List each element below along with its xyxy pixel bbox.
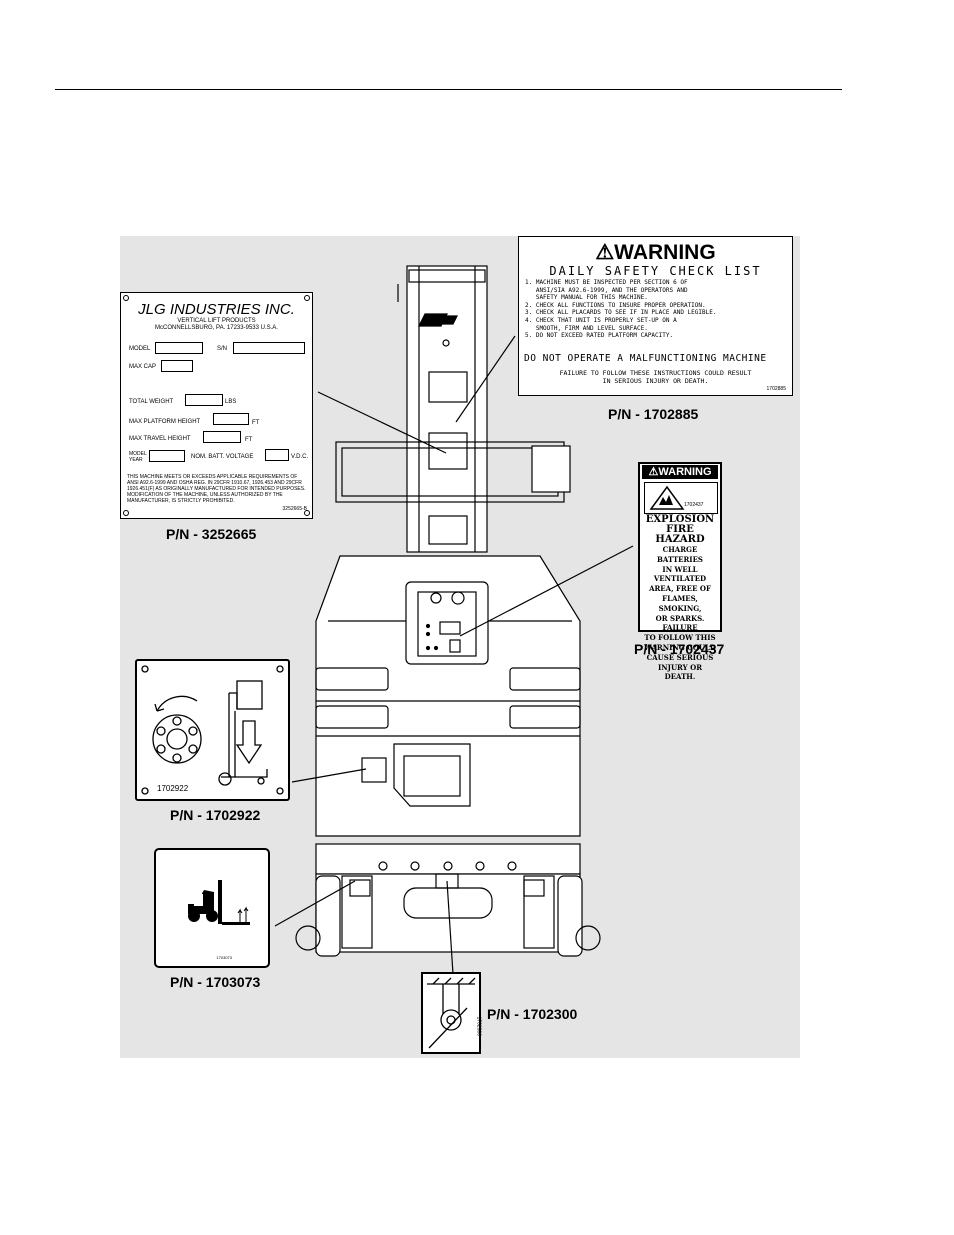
id-plate-decal: JLG INDUSTRIES INC. VERTICAL LIFT PRODUC… xyxy=(120,292,313,519)
failure-line-2: IN SERIOUS INJURY OR DEATH. xyxy=(602,377,709,385)
explosion-body-line: WARNING COULD xyxy=(644,642,716,652)
warning-header: ⚠WARNING xyxy=(519,240,792,265)
platform-height-box xyxy=(213,413,249,425)
tie-down-icon xyxy=(427,977,476,1049)
checklist-item: SMOOTH, FIRM AND LEVEL SURFACE. xyxy=(525,324,648,332)
plate-company: JLG INDUSTRIES INC. xyxy=(138,301,295,318)
model-box xyxy=(155,342,203,354)
pn-explosion: P/N - 1702437 xyxy=(634,641,725,657)
forklift-pocket-decal: 1703073 xyxy=(154,848,270,968)
explosion-body-line: OR SPARKS. FAILURE xyxy=(655,613,705,633)
ft-unit-1: FT xyxy=(252,420,260,426)
travel-height-box xyxy=(203,431,241,443)
checklist-item: 5. DO NOT EXCEED RATED PLATFORM CAPACITY… xyxy=(525,332,674,340)
explosion-line-2: FIRE HAZARD xyxy=(655,524,705,545)
explosion-body-line: IN WELL VENTILATED xyxy=(653,564,707,584)
checklist-item: 3. CHECK ALL PLACARDS TO SEE IF IN PLACE… xyxy=(525,309,717,317)
explosion-body-line: INJURY OR DEATH. xyxy=(657,662,703,682)
failure-line-1: FAILURE TO FOLLOW THESE INSTRUCTIONS COU… xyxy=(559,369,752,377)
forklift-icon xyxy=(188,880,250,925)
plate-decal-number: 3252665-B xyxy=(282,506,307,512)
pn-tiedown: P/N - 1702300 xyxy=(487,1006,578,1022)
pn-checklist: P/N - 1702885 xyxy=(608,406,699,422)
explosion-body-line: CAUSE SERIOUS xyxy=(646,652,714,662)
compliance-text: THIS MACHINE MEETS OR EXCEEDS APPLICABLE… xyxy=(127,474,306,504)
checklist-decal-number: 1702885 xyxy=(766,386,786,392)
explosion-warning-header: ⚠WARNING xyxy=(642,465,718,479)
screw-icon xyxy=(123,510,129,516)
tiedown-decal-number: 1702300 xyxy=(475,1016,481,1036)
max-travel-height-label: MAX TRAVEL HEIGHT xyxy=(129,436,191,442)
ft-unit-2: FT xyxy=(245,437,253,443)
explosion-line-1: EXPLOSION xyxy=(645,514,715,525)
tie-down-decal: 1702300 xyxy=(421,972,481,1054)
explosion-hazard-decal: ⚠WARNING 1702437 EXPLOSION FIRE HAZARD C… xyxy=(638,462,722,681)
checklist-item: 1. MACHINE MUST BE INSPECTED PER SECTION… xyxy=(525,279,688,286)
sn-box xyxy=(233,342,305,354)
screw-icon xyxy=(304,295,310,301)
model-year-label: MODEL YEAR xyxy=(129,451,147,463)
lowering-decal-number: 1702922 xyxy=(157,784,189,793)
checklist-item: ANSI/SIA A92.6-1999, AND THE OPERATORS A… xyxy=(525,286,688,294)
decal-diagram: JLG INDUSTRIES INC. VERTICAL LIFT PRODUC… xyxy=(120,236,800,1058)
forklift-decal-number: 1703073 xyxy=(216,955,232,960)
header-rule xyxy=(55,89,842,90)
voltage-box xyxy=(265,449,289,461)
warning-header-text: WARNING xyxy=(614,241,716,264)
max-cap-label: MAX CAP xyxy=(129,364,157,370)
screw-icon xyxy=(123,295,129,301)
do-not-operate-text: DO NOT OPERATE A MALFUNCTIONING MACHINE xyxy=(524,353,767,364)
explosion-body: EXPLOSION FIRE HAZARD CHARGE BATTERIES I… xyxy=(642,515,718,682)
total-weight-box xyxy=(185,394,223,406)
screw-icon xyxy=(304,510,310,516)
explosion-icon xyxy=(644,482,718,514)
checklist-item: 4. CHECK THAT UNIT IS PROPERLY SET-UP ON… xyxy=(525,316,677,324)
total-weight-label: TOTAL WEIGHT xyxy=(129,399,174,405)
explosion-header-text: WARNING xyxy=(658,466,712,478)
explosion-decal-number: 1702437 xyxy=(684,502,704,508)
explosion-body-line: AREA, FREE OF xyxy=(649,584,711,594)
checklist-item: 2. CHECK ALL FUNCTIONS TO INSURE PROPER … xyxy=(525,301,706,309)
explosion-body-line: CHARGE BATTERIES xyxy=(657,545,703,564)
pn-id-plate: P/N - 3252665 xyxy=(166,526,257,542)
vdc-unit: V.D.C. xyxy=(291,454,309,460)
daily-safety-checklist-decal: ⚠WARNING DAILY SAFETY CHECK LIST 1. MACH… xyxy=(518,236,793,396)
checklist-subtitle: DAILY SAFETY CHECK LIST xyxy=(549,264,762,278)
plate-address: McCONNELLSBURG, PA. 17233-9533 U.S.A. xyxy=(155,325,278,331)
sn-label: S/N xyxy=(217,346,228,352)
explosion-body-line: TO FOLLOW THIS xyxy=(644,633,716,643)
max-cap-box xyxy=(161,360,193,372)
model-year-box xyxy=(149,450,185,462)
explosion-body-line: FLAMES, SMOKING, xyxy=(658,593,702,613)
lbs-unit: LBS xyxy=(225,399,237,405)
emergency-lowering-decal: 1702922 xyxy=(135,659,290,801)
failure-text: FAILURE TO FOLLOW THESE INSTRUCTIONS COU… xyxy=(519,369,792,385)
warning-triangle-icon: ⚠ xyxy=(595,241,615,264)
explosion-symbol-icon xyxy=(649,485,685,510)
warning-triangle-icon: ⚠ xyxy=(648,466,659,478)
nom-batt-voltage-label: NOM. BATT. VOLTAGE xyxy=(191,454,254,460)
checklist-items: 1. MACHINE MUST BE INSPECTED PER SECTION… xyxy=(525,279,716,340)
model-label: MODEL xyxy=(129,346,151,352)
plate-division: VERTICAL LIFT PRODUCTS xyxy=(177,318,256,324)
lowering-diagram-icon xyxy=(141,665,284,795)
checklist-item: SAFETY MANUAL FOR THIS MACHINE. xyxy=(525,294,648,302)
pn-lowering: P/N - 1702922 xyxy=(170,807,261,823)
max-platform-height-label: MAX PLATFORM HEIGHT xyxy=(129,419,201,425)
pn-forklift: P/N - 1703073 xyxy=(170,974,261,990)
